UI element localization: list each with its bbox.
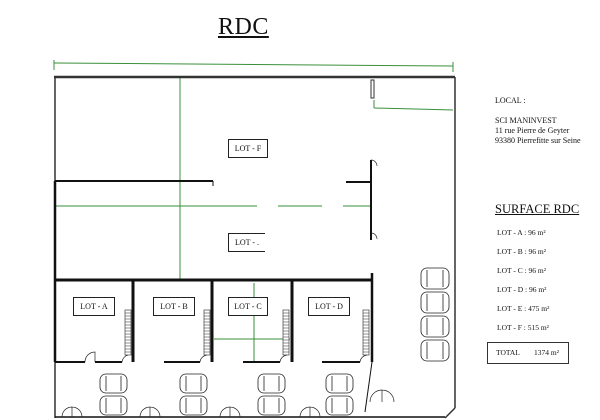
address-line-2: 93380 Pierrefitte sur Seine [495, 136, 581, 145]
car-icon [420, 291, 450, 314]
car-outline [426, 294, 444, 311]
car-icon [325, 373, 354, 394]
parking-cars [99, 267, 450, 416]
car-outline [426, 342, 444, 359]
car-outline [185, 398, 202, 413]
lot-c-label: LOT - C [228, 297, 268, 316]
car-icon [179, 373, 208, 394]
surface-item: LOT - D : 96 m² [497, 285, 546, 294]
owner-block: SCI MANINVEST 11 rue Pierre de Geyter 93… [495, 116, 581, 146]
car-outline [185, 376, 202, 391]
car-outline [331, 398, 348, 413]
surface-value: 475 m² [528, 304, 550, 313]
stairs [124, 309, 370, 356]
car-icon [257, 395, 286, 416]
car-outline [263, 398, 280, 413]
surface-value: 96 m² [528, 266, 546, 275]
lot-e-label: LOT - . [228, 233, 265, 252]
car-icon [420, 315, 450, 338]
local-label: LOCAL : [495, 96, 526, 105]
internal-walls [53, 160, 445, 418]
dimension-lines [53, 60, 454, 362]
total-label: TOTAL [496, 348, 520, 357]
plan-title: RDC [218, 14, 269, 40]
surface-label: LOT - B : [497, 247, 527, 256]
owner-name: SCI MANINVEST [495, 116, 557, 125]
car-outline [426, 270, 444, 287]
surface-item: LOT - E : 475 m² [497, 304, 549, 313]
lot-f-label: LOT - F [228, 139, 268, 158]
car-icon [179, 395, 208, 416]
car-icon [257, 373, 286, 394]
car-outline [426, 318, 444, 335]
car-icon [325, 395, 354, 416]
car-outline [105, 376, 122, 391]
car-outline [331, 376, 348, 391]
surface-item: LOT - B : 96 m² [497, 247, 546, 256]
surface-item: LOT - A : 96 m² [497, 228, 546, 237]
car-outline [263, 376, 280, 391]
car-icon [420, 267, 450, 290]
surface-value: 96 m² [528, 247, 546, 256]
car-icon [99, 373, 128, 394]
surface-label: LOT - A : [497, 228, 527, 237]
surface-item: LOT - F : 515 m² [497, 323, 549, 332]
car-icon [99, 395, 128, 416]
lot-b-label: LOT - B [153, 297, 195, 316]
address-line-1: 11 rue Pierre de Geyter [495, 126, 570, 135]
surface-item: LOT - C : 96 m² [497, 266, 546, 275]
total-box: TOTAL 1374 m² [487, 342, 569, 364]
car-outline [105, 398, 122, 413]
surface-label: LOT - F : [497, 323, 526, 332]
lot-d-label: LOT - D [308, 297, 350, 316]
lot-a-label: LOT - A [73, 297, 115, 316]
surface-value: 96 m² [528, 228, 546, 237]
surface-label: LOT - E : [497, 304, 527, 313]
surface-value: 96 m² [528, 285, 547, 294]
surface-value: 515 m² [527, 323, 549, 332]
total-value: 1374 m² [534, 348, 559, 357]
surface-title: SURFACE RDC [495, 202, 580, 216]
surface-label: LOT - D : [497, 285, 528, 294]
car-icon [420, 339, 450, 362]
doors [61, 159, 395, 418]
surface-label: LOT - C : [497, 266, 527, 275]
